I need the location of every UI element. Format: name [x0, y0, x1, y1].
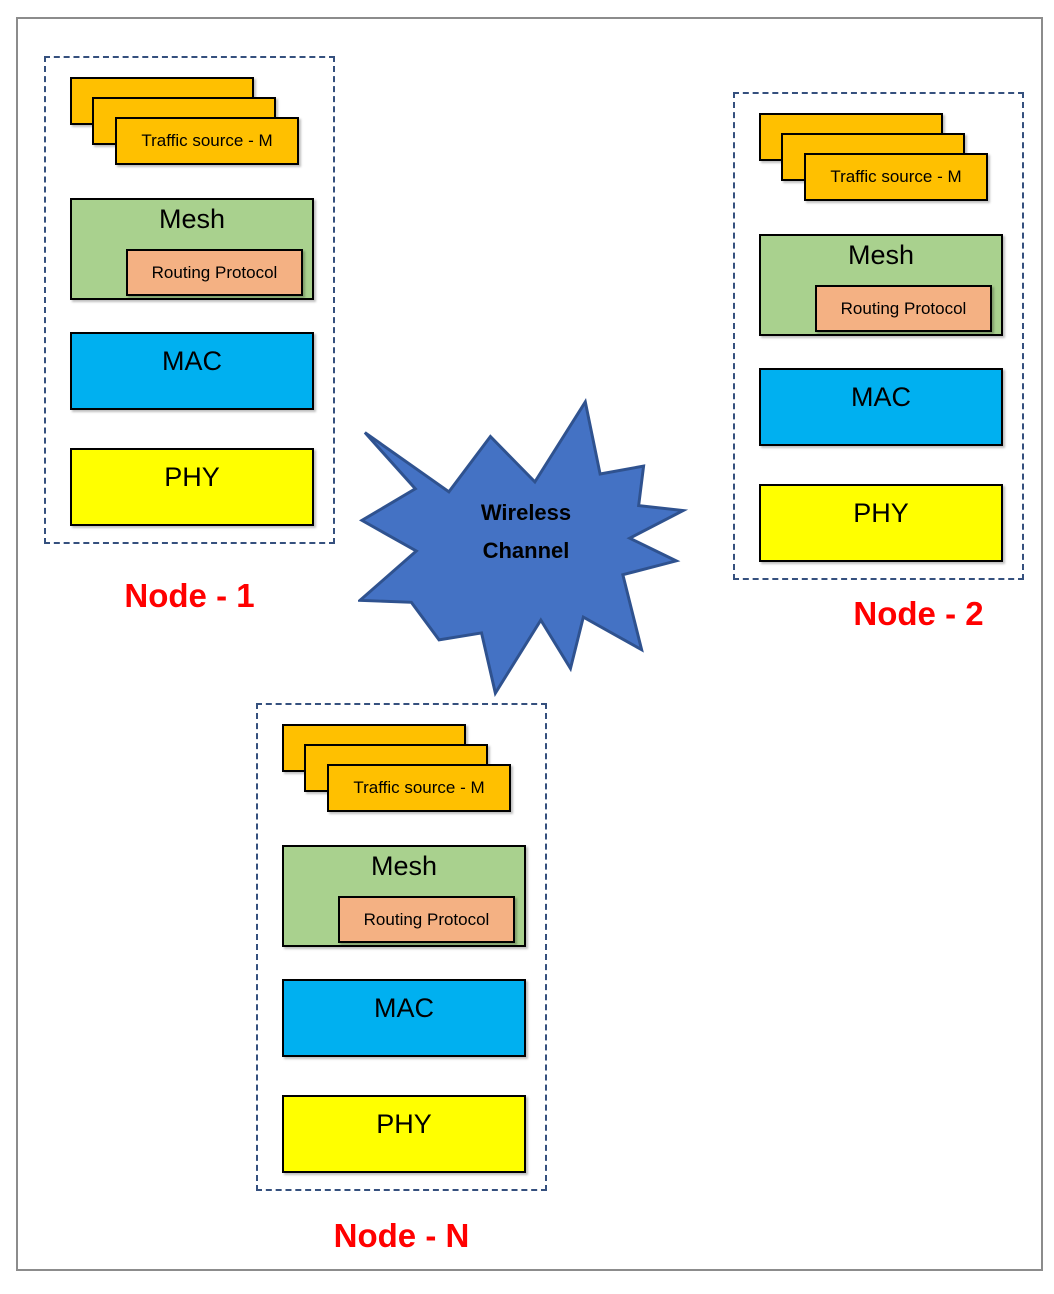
mesh-label: Mesh — [847, 240, 915, 270]
mac-layer: MAC — [759, 368, 1003, 446]
wireless-channel-line2: Channel — [482, 538, 570, 563]
traffic-source-card: Traffic source - M — [804, 153, 988, 201]
node-1-group: Traffic source - M Mesh Routing Protocol… — [44, 56, 335, 614]
page-border — [16, 17, 1043, 1271]
mesh-label: Mesh — [158, 204, 226, 234]
node-n-boundary: Traffic source - M Mesh Routing Protocol… — [256, 703, 547, 1191]
node-2-boundary: Traffic source - M Mesh Routing Protocol… — [733, 92, 1024, 580]
phy-layer: PHY — [70, 448, 314, 526]
node-1-label: Node - 1 — [124, 577, 255, 614]
starburst-shape — [358, 398, 689, 697]
mesh-layer: Mesh Routing Protocol — [759, 234, 1003, 336]
traffic-source-label: Traffic source - M — [141, 131, 273, 150]
mesh-layer: Mesh Routing Protocol — [282, 845, 526, 947]
node-2-group: Traffic source - M Mesh Routing Protocol… — [733, 92, 1024, 632]
traffic-source-card: Traffic source - M — [115, 117, 299, 165]
node-1-boundary: Traffic source - M Mesh Routing Protocol… — [44, 56, 335, 544]
node-n-label: Node - N — [333, 1217, 470, 1254]
mesh-label: Mesh — [370, 851, 438, 881]
routing-protocol-box: Routing Protocol — [126, 249, 303, 296]
wireless-channel-label: Wireless Channel — [358, 494, 694, 570]
wireless-channel-line1: Wireless — [480, 500, 572, 525]
routing-protocol-box: Routing Protocol — [815, 285, 992, 332]
traffic-source-label: Traffic source - M — [830, 167, 962, 186]
phy-layer: PHY — [759, 484, 1003, 562]
routing-protocol-box: Routing Protocol — [338, 896, 515, 943]
node-n-group: Traffic source - M Mesh Routing Protocol… — [256, 703, 547, 1254]
node-2-label: Node - 2 — [853, 595, 984, 632]
traffic-source-label: Traffic source - M — [353, 778, 485, 797]
routing-protocol-label: Routing Protocol — [151, 262, 278, 282]
mac-layer: MAC — [70, 332, 314, 410]
traffic-source-card: Traffic source - M — [327, 764, 511, 812]
routing-protocol-label: Routing Protocol — [363, 909, 490, 929]
mac-layer: MAC — [282, 979, 526, 1057]
phy-layer: PHY — [282, 1095, 526, 1173]
routing-protocol-label: Routing Protocol — [840, 298, 967, 318]
mesh-layer: Mesh Routing Protocol — [70, 198, 314, 300]
wireless-channel-star: Wireless Channel — [358, 398, 694, 704]
